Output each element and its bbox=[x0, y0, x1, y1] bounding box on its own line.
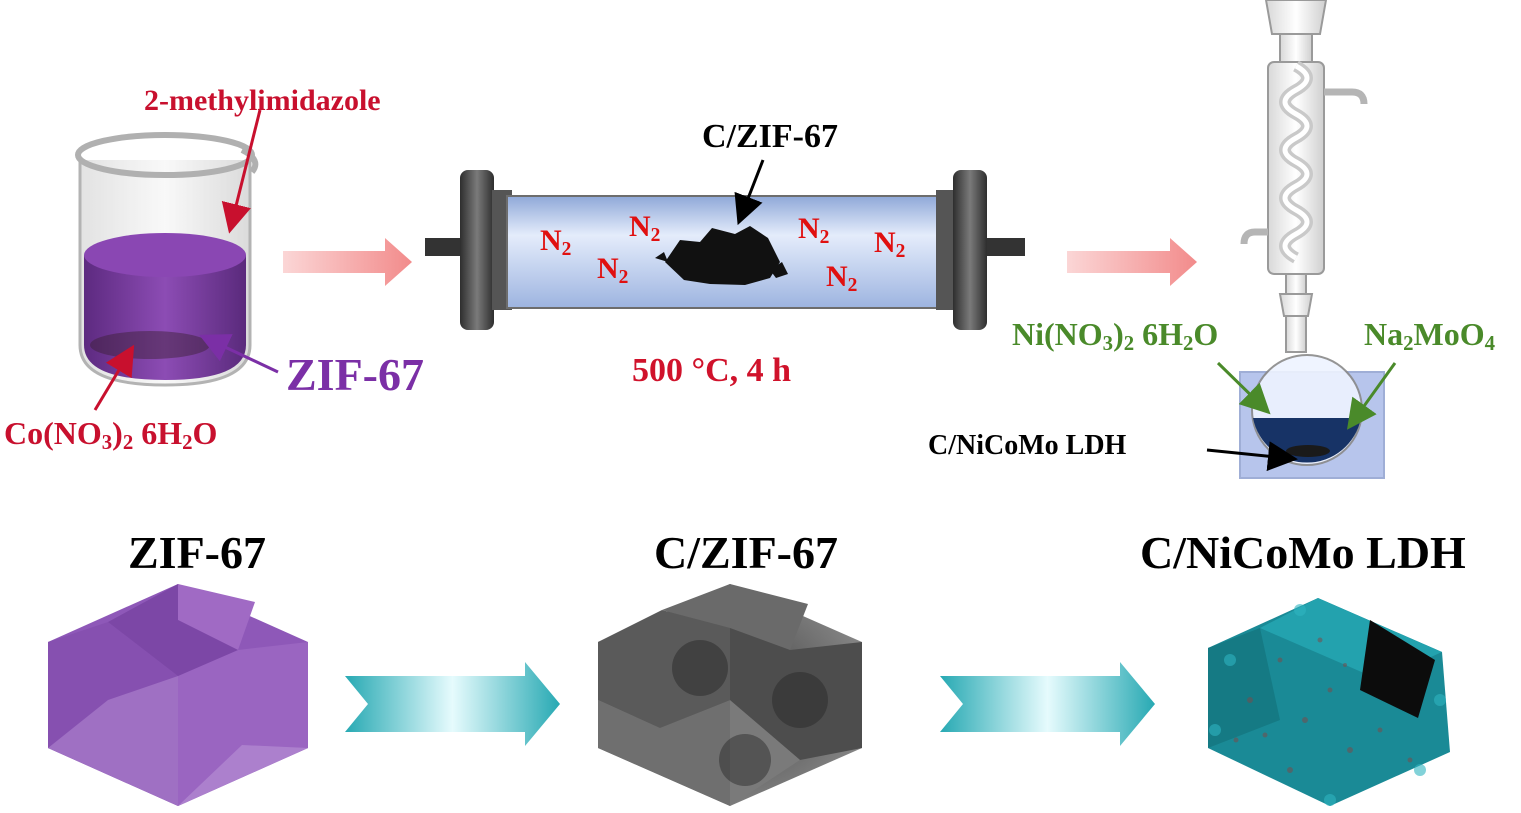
label-czif67-tube: C/ZIF-67 bbox=[702, 118, 838, 155]
title-czif67: C/ZIF-67 bbox=[654, 527, 838, 578]
n2-label: N2 bbox=[629, 210, 661, 246]
arrow-zif67 bbox=[199, 334, 279, 374]
label-zif67-beaker: ZIF-67 bbox=[286, 349, 424, 400]
arrow-sodium bbox=[1346, 362, 1397, 430]
title-zif67: ZIF-67 bbox=[128, 527, 266, 578]
n2-label: N2 bbox=[798, 212, 830, 248]
n2-label: N2 bbox=[540, 224, 572, 260]
process-arrow-icon bbox=[283, 238, 412, 286]
transform-arrow-icon bbox=[940, 662, 1155, 746]
arrow-methylimidazole bbox=[221, 109, 262, 234]
reflux-condenser-icon bbox=[1239, 0, 1385, 479]
arrow-nickel bbox=[1216, 361, 1271, 415]
polyhedron-icon bbox=[598, 584, 862, 806]
label-conditions: 500 °C, 4 h bbox=[632, 352, 792, 389]
transform-arrow-icon bbox=[345, 662, 560, 746]
arrow-czif bbox=[734, 159, 765, 226]
n2-label: N2 bbox=[874, 226, 906, 262]
ldh-polyhedron-icon bbox=[1208, 598, 1450, 806]
n2-label: N2 bbox=[597, 252, 629, 288]
label-sodium-molybdate: Na2MoO4 bbox=[1364, 316, 1496, 356]
tube-furnace-icon bbox=[425, 170, 1025, 330]
label-nickel-nitrate: Ni(NO3)2 6H2O bbox=[1012, 316, 1219, 356]
label-cobalt-nitrate: Co(NO3)2 6H2O bbox=[4, 415, 218, 455]
process-arrow-icon bbox=[1067, 238, 1197, 286]
arrow-cobalt bbox=[93, 344, 135, 411]
n2-label: N2 bbox=[826, 260, 858, 296]
label-2-methylimidazole: 2-methylimidazole bbox=[144, 84, 381, 117]
title-cnicomo-ldh: C/NiCoMo LDH bbox=[1140, 527, 1466, 578]
arrow-ldh bbox=[1206, 441, 1298, 472]
label-ldh-flask: C/NiCoMo LDH bbox=[928, 430, 1127, 461]
polyhedron-icon bbox=[48, 584, 308, 806]
